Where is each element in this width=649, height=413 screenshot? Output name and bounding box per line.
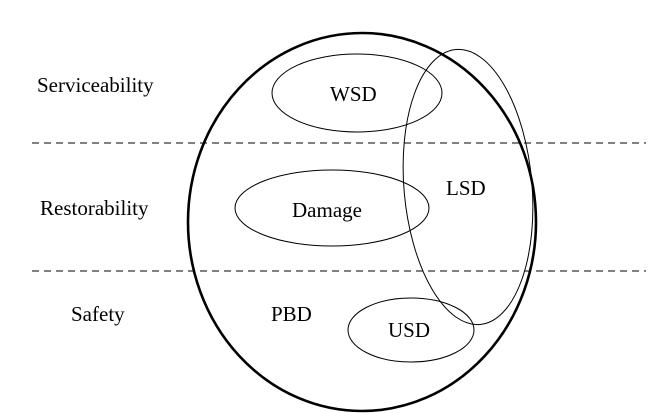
usd-ellipse xyxy=(347,297,475,363)
row-label-restorability: Restorability xyxy=(40,196,149,220)
damage-ellipse xyxy=(234,169,430,247)
region-label-wsd: WSD xyxy=(330,82,377,106)
row-label-safety: Safety xyxy=(71,302,125,326)
pbd-circle xyxy=(186,31,538,413)
region-label-damage: Damage xyxy=(292,198,362,222)
region-label-pbd: PBD xyxy=(271,302,312,326)
region-label-usd: USD xyxy=(388,318,430,342)
lsd-ellipse xyxy=(402,48,534,326)
row-label-serviceability: Serviceability xyxy=(37,73,154,97)
region-label-lsd: LSD xyxy=(446,176,486,200)
wsd-ellipse xyxy=(271,53,443,133)
